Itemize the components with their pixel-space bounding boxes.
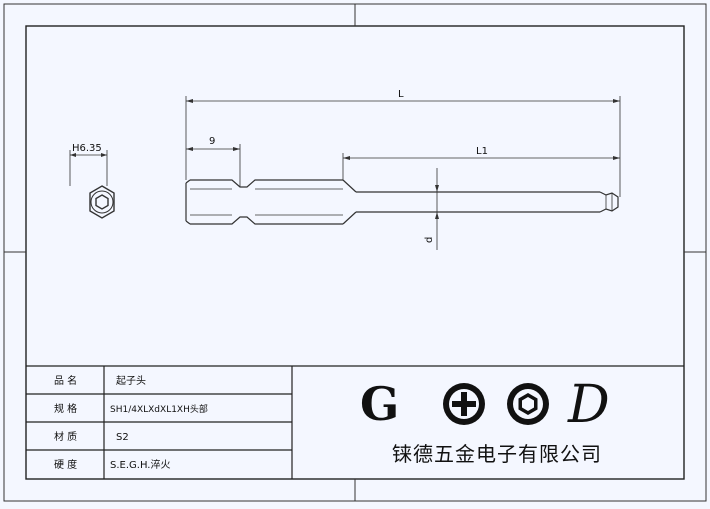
- hex-socket-circle-icon: [507, 383, 549, 425]
- bit-side-view: [185, 179, 619, 225]
- tip-diameter-label: d: [424, 237, 435, 243]
- row-value-name: 起子头: [116, 375, 146, 387]
- row-label-hardness: 硬 度: [54, 458, 77, 471]
- tip-length-label: L1: [476, 146, 488, 157]
- dim-tip-diameter: [435, 168, 439, 250]
- row-label-name: 品 名: [54, 374, 77, 387]
- row-label-spec: 规 格: [54, 402, 77, 415]
- logo-letter-g: G: [360, 377, 399, 431]
- dim-shank-length: [186, 144, 241, 187]
- overall-length-label: L: [398, 89, 404, 100]
- dim-tip-length: [342, 153, 620, 180]
- row-value-material: S2: [116, 432, 129, 443]
- title-block: [26, 365, 684, 479]
- hex-width-label: H6.35: [72, 143, 102, 154]
- phillips-circle-icon: [443, 383, 485, 425]
- dim-overall-length: [185, 96, 621, 197]
- center-marks: [4, 4, 706, 501]
- row-value-hardness: S.E.G.H.淬火: [110, 458, 170, 471]
- row-label-material: 材 质: [54, 430, 77, 443]
- logo-letter-d: D: [567, 375, 610, 435]
- company-name: 铼德五金电子有限公司: [392, 442, 602, 466]
- row-value-spec: SH1/4XLXdXL1XH头部: [110, 403, 208, 415]
- shank-length-label: 9: [209, 136, 215, 147]
- hex-end-view: [69, 150, 115, 219]
